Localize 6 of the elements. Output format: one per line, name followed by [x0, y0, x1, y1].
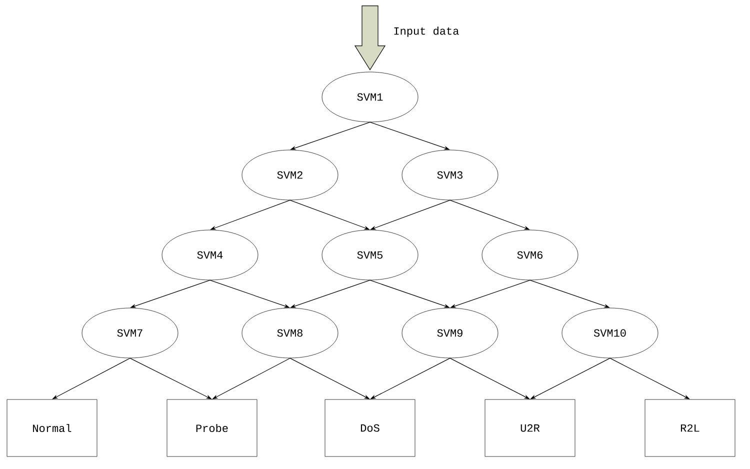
edge-label: Input data	[394, 26, 459, 37]
class-box: R2L	[644, 399, 736, 457]
class-box: DoS	[324, 399, 416, 457]
class-box: U2R	[484, 399, 576, 457]
class-box: Normal	[6, 399, 98, 457]
class-box: Probe	[166, 399, 258, 457]
